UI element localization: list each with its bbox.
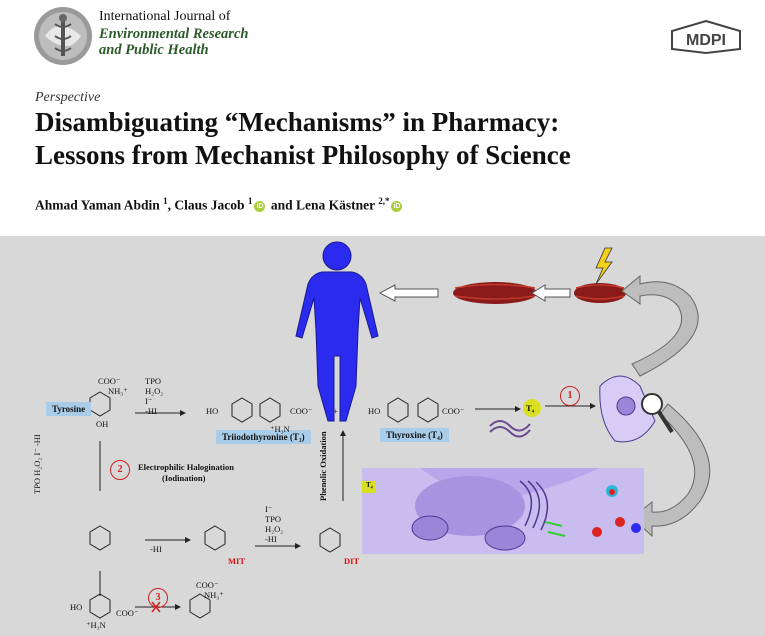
oh-label: OH <box>96 419 109 429</box>
t4-badge-text: T₄ <box>526 403 535 413</box>
author-name[interactable]: Ahmad Yaman Abdin <box>35 197 164 213</box>
journal-name-line1: International Journal of <box>99 9 231 24</box>
dna-strand-icon <box>489 420 531 438</box>
mdpi-logo-text: MDPI <box>686 32 726 49</box>
author-separator: and <box>267 197 296 213</box>
coo-label-bottom: COO⁻ <box>116 608 139 618</box>
minus-hi-label: -HI <box>150 544 162 554</box>
cell-t4-badge <box>362 481 376 493</box>
article-type: Perspective <box>35 90 101 105</box>
journal-logo-icon <box>34 7 92 65</box>
journal-name-line2: Environmental Research <box>99 26 249 42</box>
nh3-label-bottom-right: NH₃⁺ <box>204 590 224 600</box>
t3-label: Triiodothyronine (T₃) <box>216 430 311 444</box>
magnifier-icon <box>641 393 674 434</box>
halogenation-label-1: Electrophilic Halogination <box>138 462 234 472</box>
target-cell-icon <box>599 375 656 443</box>
author-name[interactable]: Lena Kästner <box>295 197 379 213</box>
coo-label-t3: COO⁻ <box>290 406 313 416</box>
article-title: Disambiguating “Mechanisms” in Pharmacy:… <box>35 106 735 172</box>
title-line-2: Lessons from Mechanist Philosophy of Sci… <box>35 140 571 170</box>
title-line-1: Disambiguating “Mechanisms” in Pharmacy: <box>35 107 560 137</box>
h3n-label-bottom: ⁺H₃N <box>86 620 106 630</box>
t4-label: Thyroxine (T₄) <box>380 428 449 442</box>
author-separator: , <box>167 197 175 213</box>
coo-label-bottom-right: COO⁻ <box>196 580 219 590</box>
coo-label-t4: COO⁻ <box>442 406 465 416</box>
arrowheads <box>175 403 596 610</box>
nh3-label: NH₃⁺ <box>108 386 128 396</box>
author-list: Ahmad Yaman Abdin 1, Claus Jacob 1iD and… <box>35 196 404 214</box>
curved-arrow-icon <box>621 274 699 377</box>
author-affiliation: 1 <box>163 196 168 206</box>
ho-label-bottom: HO <box>70 602 83 612</box>
halogenation-label-2: (Iodination) <box>162 473 206 483</box>
orcid-icon[interactable]: iD <box>391 200 403 212</box>
t4-badge-icon <box>523 399 541 417</box>
graphical-abstract-figure: Tyrosine Triiodothyronine (T₃) Thyroxine… <box>0 236 765 636</box>
hollow-arrow-icon <box>378 284 571 302</box>
human-body-icon <box>295 241 379 422</box>
step-2-marker: 2 <box>110 460 130 480</box>
step-1-marker: 1 <box>560 386 580 406</box>
step-3-marker: 3 <box>148 588 168 608</box>
phenolic-oxidation-label: Phenolic Oxidation <box>318 431 328 501</box>
benzene-ring-icon <box>89 391 439 619</box>
coo-label: COO⁻ <box>98 376 121 386</box>
vertical-reagents: TPO H₂O₂ I⁻ -HI <box>32 434 42 494</box>
h3n-label-t3: ⁺H₃N <box>270 424 290 434</box>
author-affiliation: 1 <box>247 196 253 206</box>
tyrosine-label: Tyrosine <box>46 402 92 416</box>
mdpi-logo-icon[interactable]: MDPI <box>670 20 742 54</box>
lightning-bolt-icon <box>595 247 613 285</box>
cell-t4-label: T₄ <box>366 481 373 489</box>
mit-label: MIT <box>228 556 245 566</box>
author-affiliation: 2,* <box>378 196 390 206</box>
ho-label: HO <box>206 406 219 416</box>
ho-label-t4: HO <box>368 406 381 416</box>
figure-canvas <box>89 241 711 619</box>
orcid-icon[interactable]: iD <box>254 200 266 212</box>
dit-label: DIT <box>344 556 360 566</box>
plus-sign: + <box>333 406 338 416</box>
muscle-tissue-icon <box>453 282 626 304</box>
author-name[interactable]: Claus Jacob <box>174 197 248 213</box>
cell-organelles-icon <box>362 468 644 554</box>
reaction-arrows <box>99 405 590 608</box>
journal-name-line3: and Public Health <box>99 42 209 58</box>
